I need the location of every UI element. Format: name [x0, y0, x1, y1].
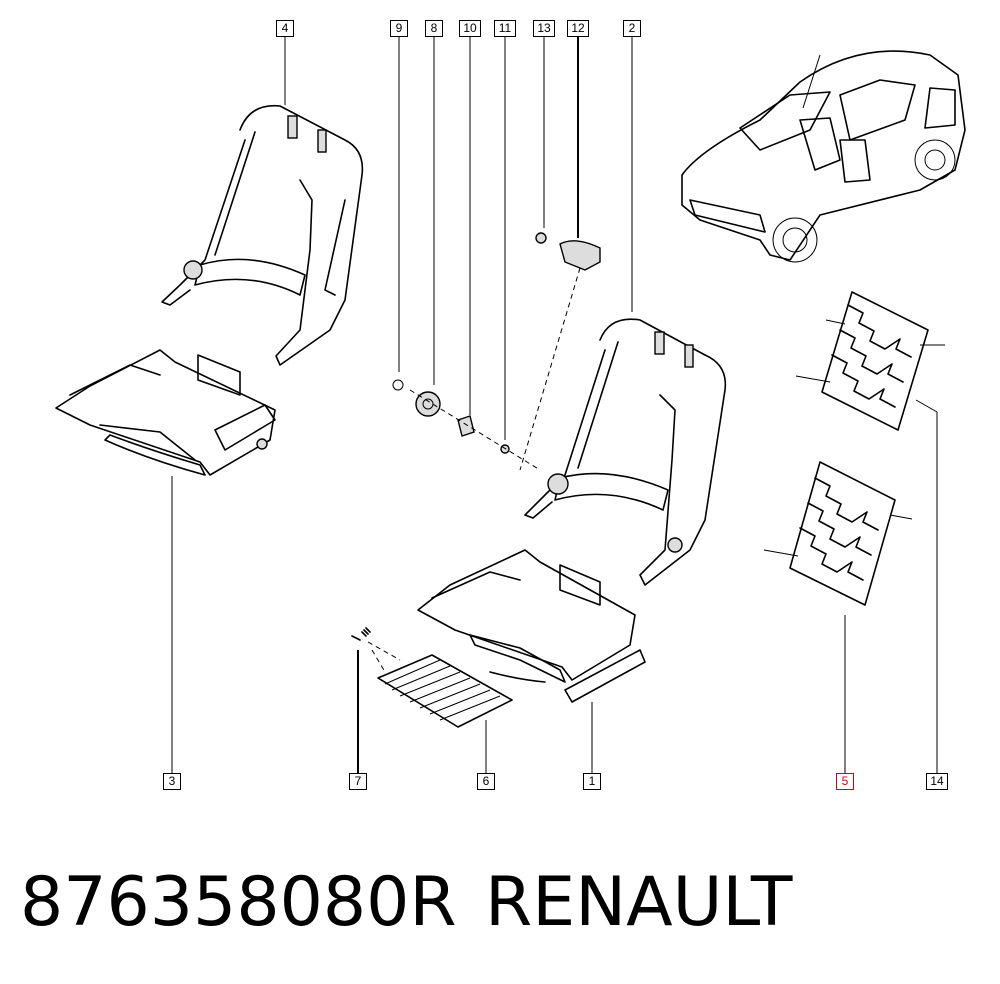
seat-back-frame-left	[161, 104, 364, 366]
callout-1: 1	[583, 773, 601, 790]
callout-10: 10	[459, 20, 481, 37]
seat-base-frame-left	[55, 349, 276, 476]
callout-8: 8	[425, 20, 443, 37]
callout-6: 6	[477, 773, 495, 790]
recliner-parts	[519, 232, 601, 471]
leader-lines	[171, 37, 938, 773]
small-parts	[392, 379, 541, 471]
callout-13: 13	[533, 20, 555, 37]
callout-3: 3	[163, 773, 181, 790]
spring-and-mat	[351, 627, 513, 728]
spring-mat-lower	[763, 461, 913, 606]
callout-9: 9	[390, 20, 408, 37]
callout-2: 2	[623, 20, 641, 37]
vehicle-illustration	[681, 50, 966, 263]
brand-name: RENAULT	[485, 863, 793, 942]
seat-back-frame-right	[524, 318, 727, 586]
callout-5-highlighted: 5	[836, 773, 854, 790]
callout-4: 4	[276, 20, 294, 37]
callout-11: 11	[494, 20, 516, 37]
callout-14: 14	[926, 773, 948, 790]
callout-7: 7	[349, 773, 367, 790]
spring-mat-upper	[795, 291, 945, 431]
callout-12: 12	[567, 20, 589, 37]
seat-base-frame-right	[417, 549, 646, 703]
part-number: 876358080R	[20, 863, 457, 942]
